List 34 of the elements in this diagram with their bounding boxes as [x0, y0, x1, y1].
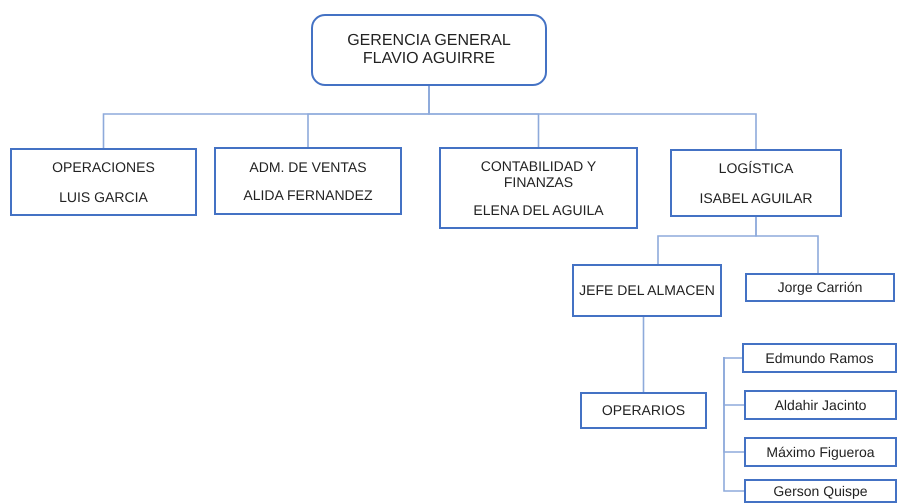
box-text: Edmundo Ramos	[765, 350, 874, 366]
connector-line	[642, 317, 644, 392]
org-box	[744, 390, 897, 420]
org-box	[745, 273, 895, 302]
connector-line	[723, 356, 742, 359]
box-text: OPERARIOS	[602, 402, 686, 419]
org-box	[10, 148, 197, 216]
org-box	[670, 149, 842, 217]
box-text: Máximo Figueroa	[766, 444, 875, 460]
box-text: GERENCIA GENERAL	[347, 32, 511, 50]
connector-line	[428, 86, 757, 149]
box-text: LOGÍSTICA	[718, 160, 794, 176]
box-text: LUIS GARCIA	[59, 189, 148, 206]
box-text: Jorge Carrión	[778, 279, 862, 296]
box-text: CONTABILIDAD Y FINANZAS	[480, 158, 598, 190]
org-box	[742, 343, 897, 373]
org-box	[744, 437, 897, 467]
org-box	[214, 147, 402, 215]
org-box	[439, 147, 638, 229]
connector-line	[755, 217, 819, 273]
box-text: ISABEL AGUILAR	[699, 190, 813, 206]
org-box	[580, 392, 707, 429]
box-text: Gerson Quispe	[773, 482, 868, 500]
box-text: Aldahir Jacinto	[774, 396, 866, 414]
box-text: ALIDA FERNANDEZ	[243, 187, 373, 204]
box-text: ADM. DE VENTAS	[249, 158, 367, 175]
org-box	[744, 479, 897, 503]
org-box	[572, 264, 722, 317]
rounded-box	[311, 14, 547, 86]
box-text: JEFE DEL ALMACEN	[579, 282, 715, 299]
box-text: OPERACIONES	[52, 158, 155, 175]
connector-line	[723, 357, 744, 492]
box-text: FLAVIO AGUIRRE	[362, 50, 496, 68]
box-text: ELENA DEL AGUILA	[473, 202, 604, 218]
